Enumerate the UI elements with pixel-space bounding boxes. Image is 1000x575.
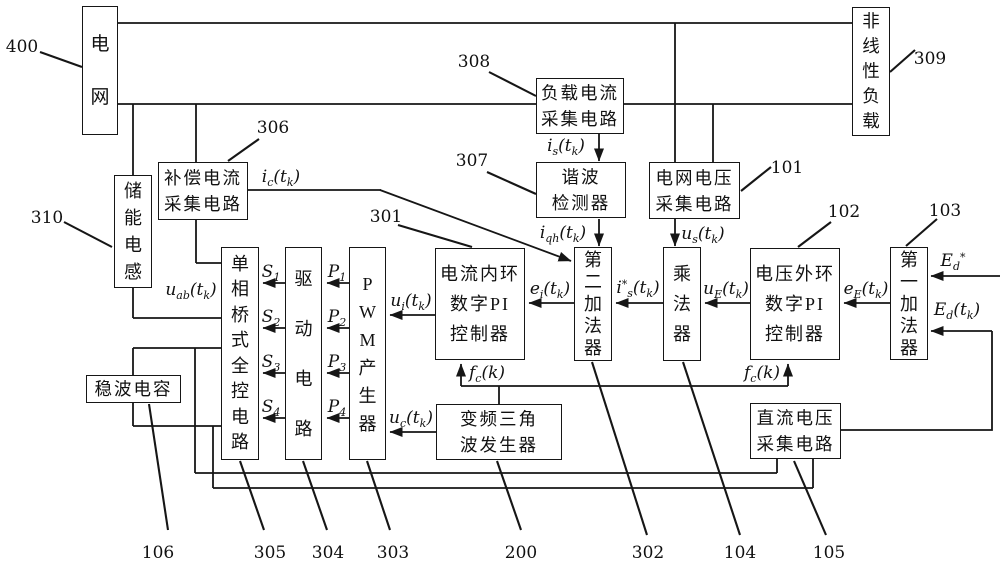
ref-310: 310 [30, 208, 64, 228]
block-label: 驱动电路 [294, 268, 313, 439]
block-voltage-outer-loop-pi: 电压外环 数字PI 控制器 [750, 248, 840, 360]
sig-us: us(tk) [681, 224, 725, 246]
sig-is-ref: i*s(tk) [616, 278, 660, 300]
block-line: 数字PI [449, 294, 510, 314]
gate-s2: S2 [261, 307, 281, 329]
block-line: 数字PI [764, 294, 825, 314]
block-drive-circuit: 驱动电路 [285, 247, 322, 460]
sig-iqh: iqh(tk) [539, 223, 587, 245]
block-label: 第二加法器 [583, 250, 602, 358]
block-line: 控制器 [450, 324, 510, 344]
block-second-adder: 第二加法器 [574, 247, 612, 361]
block-label: 储能电感 [123, 180, 142, 282]
block-nonlinear-load: 非线性负载 [852, 7, 890, 136]
sig-fc-left: fc(k) [468, 363, 506, 385]
ic-wire [379, 189, 572, 262]
block-line: 电流内环 [440, 264, 520, 284]
block-current-inner-loop-pi: 电流内环 数字PI 控制器 [435, 248, 525, 360]
sig-ed-ref: Ed* [940, 251, 966, 273]
sig-ui: ui(tk) [390, 291, 432, 313]
block-line: 控制器 [765, 324, 825, 344]
ref-103: 103 [928, 201, 962, 221]
ref-308: 308 [457, 52, 491, 72]
block-label: 非线性负载 [862, 11, 880, 131]
block-line: 采集电路 [655, 193, 734, 214]
block-line: 电网电压 [655, 167, 734, 188]
ref-309: 309 [913, 49, 947, 69]
block-line: 负载电流 [541, 83, 619, 103]
block-multiplier: 乘法器 [663, 247, 701, 361]
block-label: 电网 [90, 33, 110, 108]
reference-leader-lines [39, 49, 938, 536]
ref-105: 105 [812, 543, 846, 563]
sig-uc: uc(tk) [389, 408, 433, 430]
block-line: 波发生器 [460, 435, 538, 455]
bus-and-routing-wires [118, 22, 993, 489]
ref-301: 301 [369, 207, 403, 227]
sig-ed: Ed(tk) [933, 300, 981, 322]
block-label: 乘法器 [672, 264, 691, 344]
block-line: 变频三角 [460, 409, 538, 429]
ref-104: 104 [723, 543, 757, 563]
sig-is: is(tk) [547, 136, 585, 158]
ref-400: 400 [5, 37, 39, 57]
ref-200: 200 [504, 543, 538, 563]
ref-102: 102 [827, 202, 861, 222]
sig-ei: ei(tk) [529, 279, 571, 301]
block-line: 采集电路 [164, 194, 242, 214]
gate-p2: P2 [327, 307, 347, 329]
block-grid-voltage-sampling: 电网电压 采集电路 [649, 162, 740, 219]
block-label: 稳波电容 [94, 379, 173, 399]
block-line: 采集电路 [756, 434, 835, 454]
block-line: 直流电压 [756, 408, 835, 428]
gate-s4: S4 [261, 397, 281, 419]
ref-307: 307 [455, 151, 489, 171]
block-harmonic-detector: 谐波 检测器 [536, 162, 626, 218]
block-load-current-sampling: 负载电流 采集电路 [536, 78, 624, 134]
block-energy-storage-inductor: 储能电感 [114, 175, 152, 288]
ref-101: 101 [770, 158, 804, 178]
block-label: PWM产生器 [358, 273, 377, 434]
sig-ic: ic(tk) [261, 167, 301, 189]
block-single-phase-bridge: 单相桥式全控电路 [221, 247, 259, 460]
block-dc-voltage-sampling: 直流电压 采集电路 [750, 403, 841, 459]
ref-302: 302 [631, 543, 665, 563]
block-variable-freq-triangle-generator: 变频三角 波发生器 [436, 404, 562, 460]
sig-uab: uab(tk) [165, 280, 217, 302]
ref-305: 305 [253, 543, 287, 563]
sig-ue: uE(tk) [703, 279, 749, 301]
ref-306: 306 [256, 118, 290, 138]
block-grid: 电网 [82, 6, 118, 135]
gate-s1: S1 [261, 262, 281, 284]
ref-106: 106 [141, 543, 175, 563]
signal-arrows [262, 134, 1000, 437]
block-line: 采集电路 [541, 109, 619, 129]
block-label: 单相桥式全控电路 [230, 253, 249, 453]
gate-p3: P3 [327, 352, 347, 374]
block-comp-current-sampling: 补偿电流 采集电路 [158, 162, 248, 220]
block-line: 谐波 [561, 167, 601, 187]
gate-p1: P1 [327, 262, 347, 284]
block-label: 第一加法器 [899, 249, 918, 358]
gate-s3: S3 [261, 352, 281, 374]
gate-p4: P4 [327, 397, 347, 419]
block-line: 检测器 [551, 193, 611, 213]
ref-303: 303 [376, 543, 410, 563]
block-smoothing-capacitor: 稳波电容 [86, 375, 181, 403]
block-pwm-generator: PWM产生器 [349, 247, 386, 460]
block-line: 电压外环 [755, 264, 835, 284]
block-line: 补偿电流 [164, 168, 242, 188]
block-first-adder: 第一加法器 [890, 247, 928, 360]
sig-fc-right: fc(k) [743, 363, 781, 385]
sig-ee: eE(tk) [843, 279, 889, 301]
ref-304: 304 [311, 543, 345, 563]
